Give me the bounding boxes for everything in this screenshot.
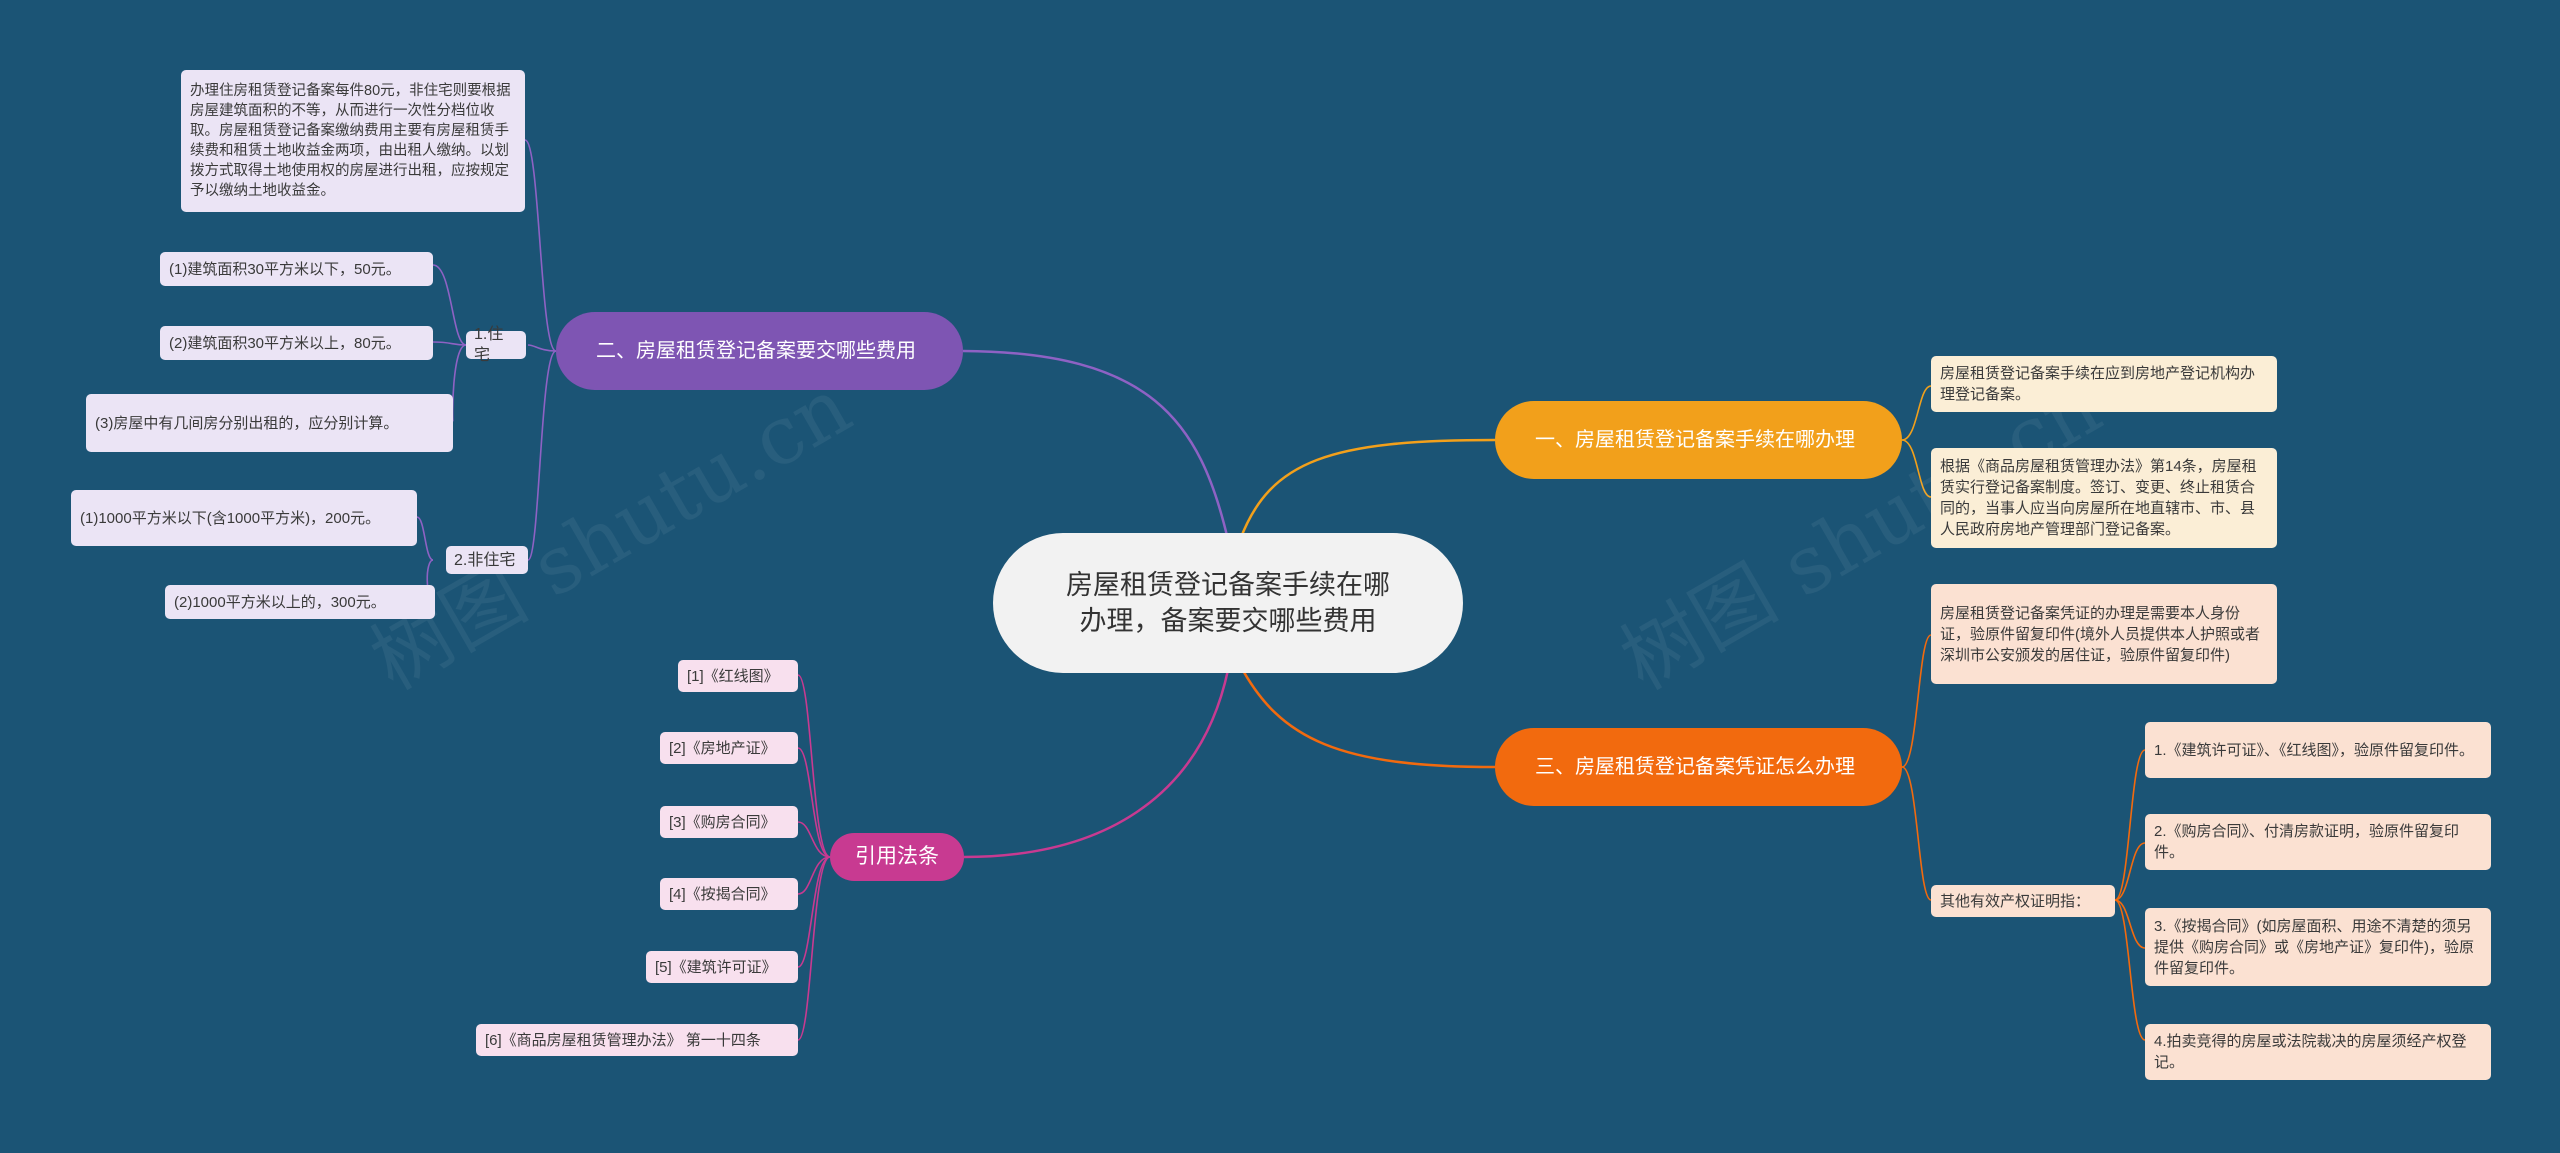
docs-other-item[interactable]: 1.《建筑许可证》、《红线图》，验原件留复印件。: [2145, 722, 2491, 778]
non-residential-label[interactable]: 2.非住宅: [446, 546, 528, 574]
branch-docs[interactable]: 三、房屋租赁登记备案凭证怎么办理: [1495, 728, 1902, 806]
ref-item[interactable]: [5]《建筑许可证》: [646, 951, 798, 983]
residential-label[interactable]: 1.住宅: [466, 326, 526, 364]
residential-item[interactable]: (2)建筑面积30平方米以上，80元。: [160, 326, 433, 360]
ref-item[interactable]: [1]《红线图》: [678, 660, 798, 692]
docs-other-item[interactable]: 4.拍卖竞得的房屋或法院裁决的房屋须经产权登记。: [2145, 1024, 2491, 1080]
docs-other-item[interactable]: 3.《按揭合同》(如房屋面积、用途不清楚的须另提供《购房合同》或《房地产证》复印…: [2145, 908, 2491, 986]
residential-item[interactable]: (1)建筑面积30平方米以下，50元。: [160, 252, 433, 286]
non-residential-item[interactable]: (2)1000平方米以上的，300元。: [165, 585, 435, 619]
ref-item[interactable]: [2]《房地产证》: [660, 732, 798, 764]
non-residential-item[interactable]: (1)1000平方米以下(含1000平方米)，200元。: [71, 490, 417, 546]
docs-other-label[interactable]: 其他有效产权证明指：: [1931, 885, 2115, 917]
residential-item[interactable]: (3)房屋中有几间房分别出租的，应分别计算。: [86, 394, 453, 452]
where-item[interactable]: 房屋租赁登记备案手续在应到房地产登记机构办理登记备案。: [1931, 356, 2277, 412]
branch-refs[interactable]: 引用法条: [830, 833, 964, 881]
fees-note[interactable]: 办理住房租赁登记备案每件80元，非住宅则要根据房屋建筑面积的不等，从而进行一次性…: [181, 70, 525, 212]
ref-item[interactable]: [4]《按揭合同》: [660, 878, 798, 910]
docs-other-item[interactable]: 2.《购房合同》、付清房款证明，验原件留复印件。: [2145, 814, 2491, 870]
docs-intro[interactable]: 房屋租赁登记备案凭证的办理是需要本人身份证，验原件留复印件(境外人员提供本人护照…: [1931, 584, 2277, 684]
branch-fees[interactable]: 二、房屋租赁登记备案要交哪些费用: [556, 312, 963, 390]
branch-where[interactable]: 一、房屋租赁登记备案手续在哪办理: [1495, 401, 1902, 479]
root-topic[interactable]: 房屋租赁登记备案手续在哪办理，备案要交哪些费用: [993, 533, 1463, 673]
ref-item[interactable]: [6]《商品房屋租赁管理办法》 第一十四条: [476, 1024, 798, 1056]
where-item[interactable]: 根据《商品房屋租赁管理办法》第14条，房屋租赁实行登记备案制度。签订、变更、终止…: [1931, 448, 2277, 548]
ref-item[interactable]: [3]《购房合同》: [660, 806, 798, 838]
